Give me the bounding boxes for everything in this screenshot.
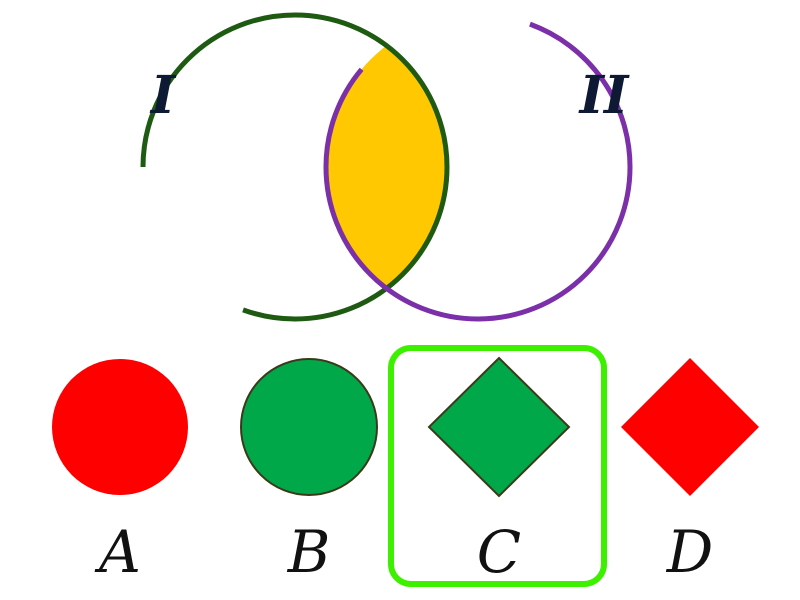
option-b-circle[interactable] [240,358,378,496]
set-label-left: I [149,65,177,126]
venn-intersection [326,15,447,319]
option-a-circle[interactable] [52,359,188,495]
venn-circle-left [140,12,450,322]
selection-box [388,345,607,587]
option-b-label: B [287,518,331,586]
set-label-right: II [578,65,630,126]
option-d-label: D [666,518,714,586]
option-d-diamond[interactable] [621,358,759,496]
option-c-label: C [477,518,521,586]
venn-circle-right [323,12,633,322]
option-c-diamond[interactable] [427,356,571,498]
option-a-label: A [94,518,141,586]
